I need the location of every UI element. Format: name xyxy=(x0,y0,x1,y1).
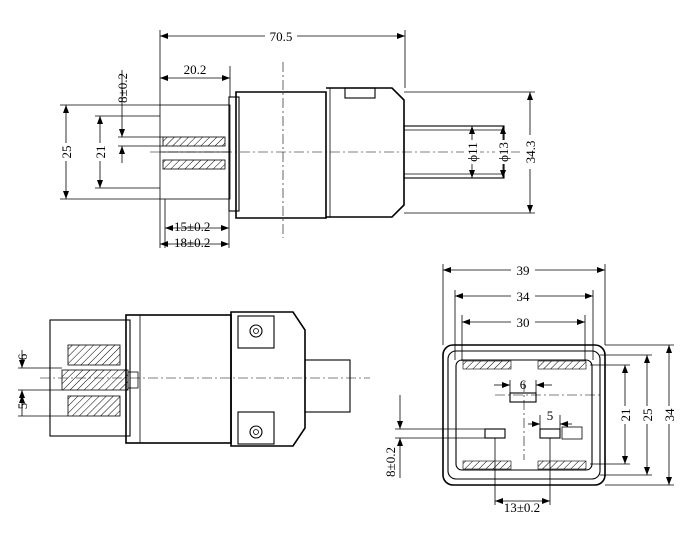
dim-front-slot-spacing: 13±0.2 xyxy=(504,500,540,515)
dim-front-outer-width: 39 xyxy=(517,263,530,278)
dim-front-span-25: 25 xyxy=(640,409,655,422)
dim-front-mid-width: 34 xyxy=(517,289,531,304)
dim-outer-diameter: ϕ13 xyxy=(496,142,511,162)
dim-pin-length: 20.2 xyxy=(184,62,207,77)
front-slot-top xyxy=(509,392,537,403)
dim-pin-width: 8±0.2 xyxy=(115,73,130,103)
top-pin-lower xyxy=(162,159,226,170)
top-view: 70.5 20.2 8±0.2 25 21 ϕ11 ϕ13 34.3 15±0.… xyxy=(58,28,538,250)
dim-inner-diameter: ϕ11 xyxy=(465,142,480,161)
dim-rear-height: 34.3 xyxy=(523,141,538,164)
side-pin-1 xyxy=(67,344,121,366)
dim-side-pin-thickness: 6 xyxy=(15,353,30,360)
side-pin-2 xyxy=(61,369,129,391)
top-pin-upper xyxy=(162,136,226,147)
front-slot-right xyxy=(539,428,561,439)
side-cable xyxy=(304,359,351,413)
front-outer-frame xyxy=(442,344,606,486)
dim-body-height: 25 xyxy=(59,146,74,159)
front-slot-left xyxy=(484,428,506,439)
dim-total-length: 70.5 xyxy=(270,29,293,44)
dim-pin-span: 21 xyxy=(93,146,108,159)
dim-front-slot-small: 5 xyxy=(547,408,554,423)
dim-pin-offset-b: 18±0.2 xyxy=(174,235,210,250)
dim-front-span-21: 21 xyxy=(618,409,633,422)
dim-side-pin-gap: 5 xyxy=(15,403,30,410)
side-pin-3 xyxy=(67,395,121,417)
dim-front-slot-width: 6 xyxy=(520,377,527,392)
dim-front-span-34: 34 xyxy=(662,408,677,422)
dim-pin-offset-a: 15±0.2 xyxy=(174,219,210,234)
dim-front-inner-width: 30 xyxy=(517,315,530,330)
side-view: 6 5 xyxy=(15,311,370,447)
front-view: 39 34 30 6 5 8±0.2 13±0.2 xyxy=(383,263,677,515)
dim-front-slot-height: 8±0.2 xyxy=(383,447,398,477)
